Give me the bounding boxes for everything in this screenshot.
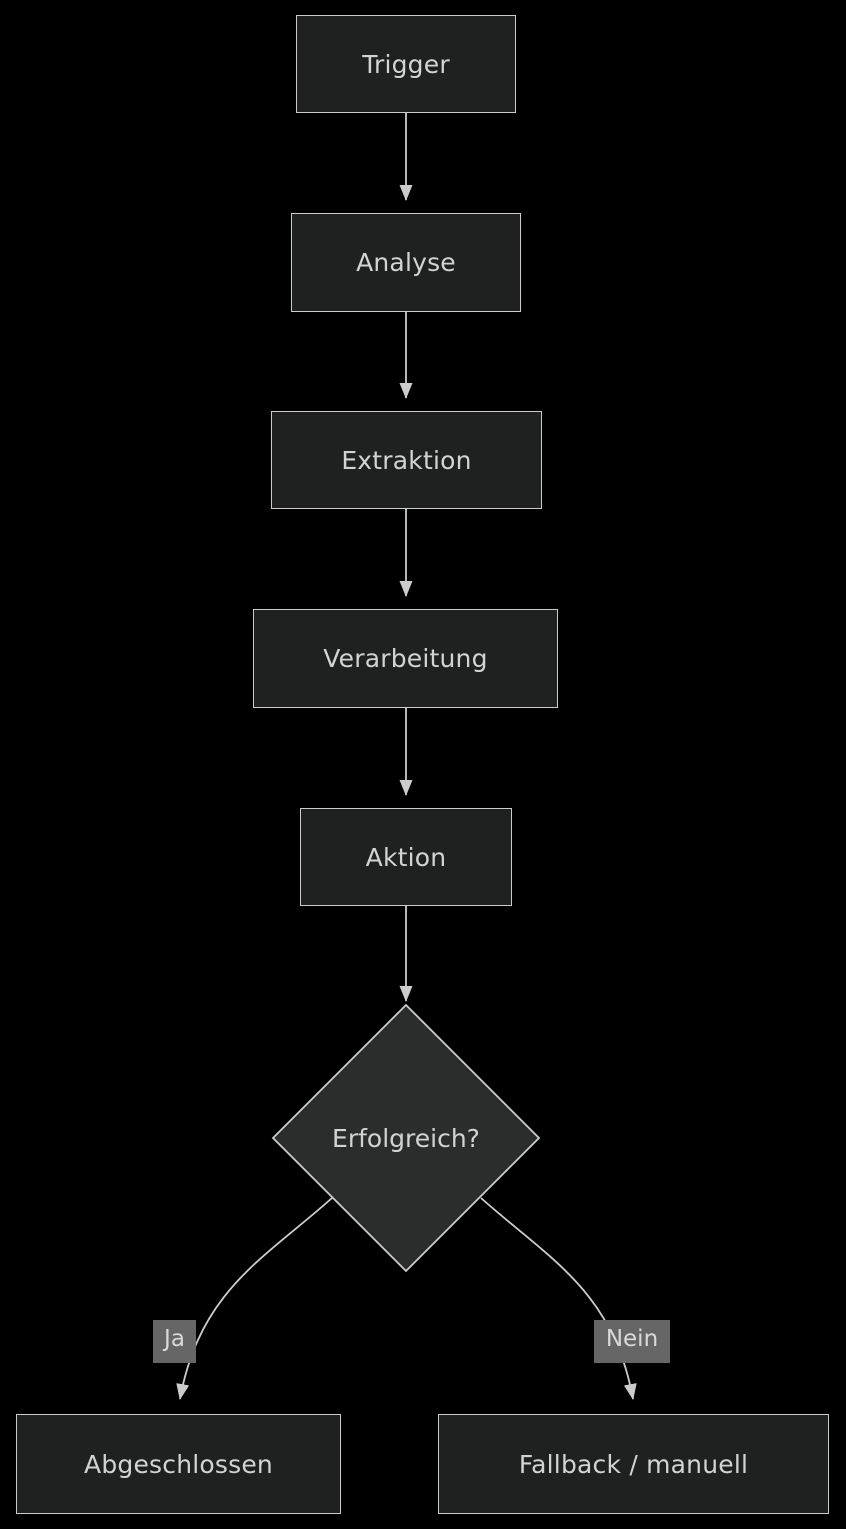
node-fallback[interactable]: Fallback / manuell	[438, 1414, 829, 1514]
node-trigger-label: Trigger	[362, 49, 450, 79]
node-verarbeitung[interactable]: Verarbeitung	[253, 609, 558, 708]
node-erfolgreich[interactable]: Erfolgreich?	[271, 1003, 541, 1273]
node-fallback-label: Fallback / manuell	[518, 1449, 749, 1479]
node-extraktion-label: Extraktion	[341, 445, 472, 475]
node-abgeschlossen[interactable]: Abgeschlossen	[16, 1414, 341, 1514]
node-erfolgreich-label: Erfolgreich?	[332, 1123, 480, 1153]
edge-label-ja: Ja	[153, 1320, 196, 1363]
decision-diamond-shape	[271, 1003, 541, 1273]
node-abgeschlossen-label: Abgeschlossen	[84, 1449, 273, 1479]
node-aktion[interactable]: Aktion	[300, 808, 512, 906]
edge-label-nein: Nein	[594, 1320, 670, 1363]
node-verarbeitung-label: Verarbeitung	[323, 644, 488, 673]
node-extraktion[interactable]: Extraktion	[271, 411, 542, 509]
node-analyse[interactable]: Analyse	[291, 213, 521, 312]
node-trigger[interactable]: Trigger	[296, 15, 516, 113]
node-analyse-label: Analyse	[356, 248, 456, 277]
node-aktion-label: Aktion	[365, 842, 447, 872]
